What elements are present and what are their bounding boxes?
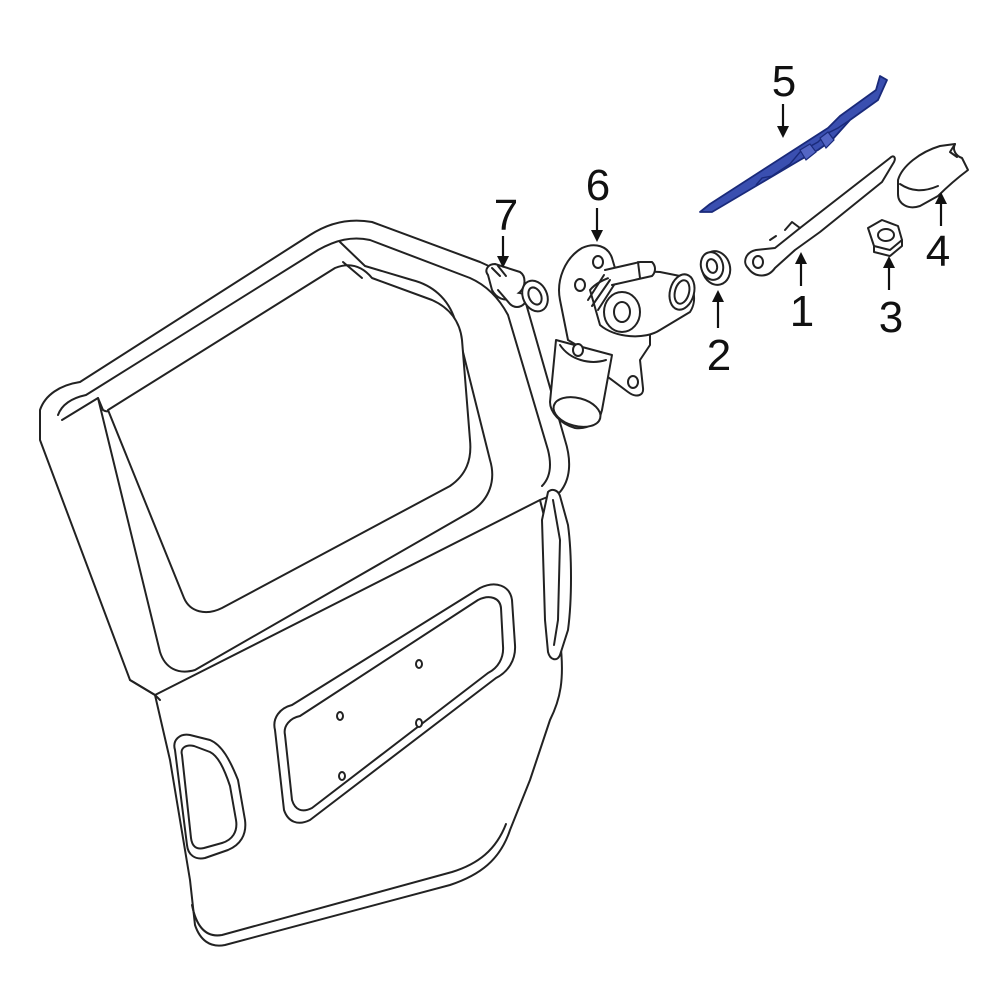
part-2-bushing xyxy=(699,250,732,286)
callout-6: 6 xyxy=(586,161,610,242)
callout-label-7: 7 xyxy=(494,191,518,240)
callout-7: 7 xyxy=(494,191,518,268)
callout-2: 2 xyxy=(707,290,731,380)
part-3-hex-nut xyxy=(867,219,903,257)
part-4-pivot-cap xyxy=(897,143,969,209)
part-1-wiper-arm xyxy=(744,155,896,277)
callout-label-2: 2 xyxy=(707,331,731,380)
callout-1: 1 xyxy=(790,252,814,336)
callout-label-5: 5 xyxy=(772,57,796,106)
callout-4: 4 xyxy=(926,192,950,276)
part-5-wiper-blade xyxy=(699,75,888,213)
callout-label-6: 6 xyxy=(586,161,610,210)
liftgate-panel xyxy=(39,219,572,947)
callout-label-3: 3 xyxy=(879,293,903,342)
callout-label-4: 4 xyxy=(926,227,950,276)
callout-5: 5 xyxy=(772,57,796,138)
part-7-grommet xyxy=(485,263,549,313)
callout-3: 3 xyxy=(879,256,903,342)
callout-label-1: 1 xyxy=(790,287,814,336)
part-6-wiper-motor xyxy=(549,244,696,430)
